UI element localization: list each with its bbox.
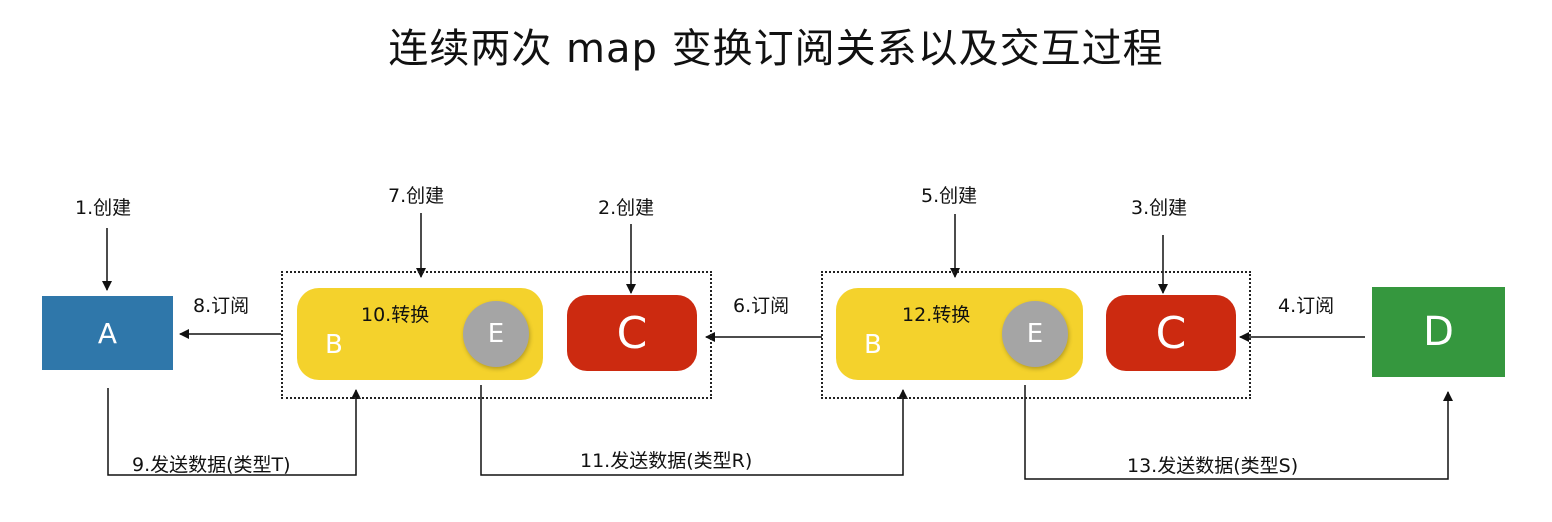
map-group-2 — [821, 271, 1251, 399]
label-step12: 12.转换 — [902, 304, 971, 326]
node-c-2: C — [1106, 295, 1236, 371]
label-step9: 9.发送数据(类型T) — [132, 454, 291, 476]
label-step2: 2.创建 — [598, 197, 655, 219]
label-step5: 5.创建 — [921, 185, 978, 207]
node-e-1-label: E — [487, 319, 505, 349]
node-b-2-label: B — [864, 330, 882, 360]
node-c-2-label: C — [1155, 307, 1187, 359]
diagram-title: 连续两次 map 变换订阅关系以及交互过程 — [388, 26, 1164, 72]
node-b-1-label: B — [325, 330, 343, 360]
label-step7: 7.创建 — [388, 185, 445, 207]
node-b-2: B E — [836, 288, 1083, 380]
arrow-send-e2-to-d — [1024, 385, 1453, 480]
label-step8: 8.订阅 — [193, 295, 250, 317]
label-step13: 13.发送数据(类型S) — [1127, 455, 1299, 477]
node-a-label: A — [97, 316, 118, 350]
label-step3: 3.创建 — [1131, 197, 1188, 219]
node-d: D — [1372, 287, 1505, 377]
node-c-1: C — [567, 295, 697, 371]
node-b-1: B E — [297, 288, 543, 380]
map-group-1 — [281, 271, 712, 399]
node-a: A — [42, 296, 173, 370]
label-step10: 10.转换 — [361, 304, 430, 326]
label-step6: 6.订阅 — [733, 295, 790, 317]
node-e-1: E — [463, 301, 529, 367]
node-c-1-label: C — [616, 307, 648, 359]
label-step4: 4.订阅 — [1278, 295, 1335, 317]
arrow-send-a-to-b1 — [107, 388, 361, 476]
node-d-label: D — [1423, 309, 1454, 355]
arrow-send-e1-to-b2 — [480, 385, 908, 476]
node-e-2: E — [1002, 301, 1068, 367]
label-step1: 1.创建 — [75, 197, 132, 219]
node-e-2-label: E — [1026, 319, 1044, 349]
label-step11: 11.发送数据(类型R) — [580, 450, 753, 472]
